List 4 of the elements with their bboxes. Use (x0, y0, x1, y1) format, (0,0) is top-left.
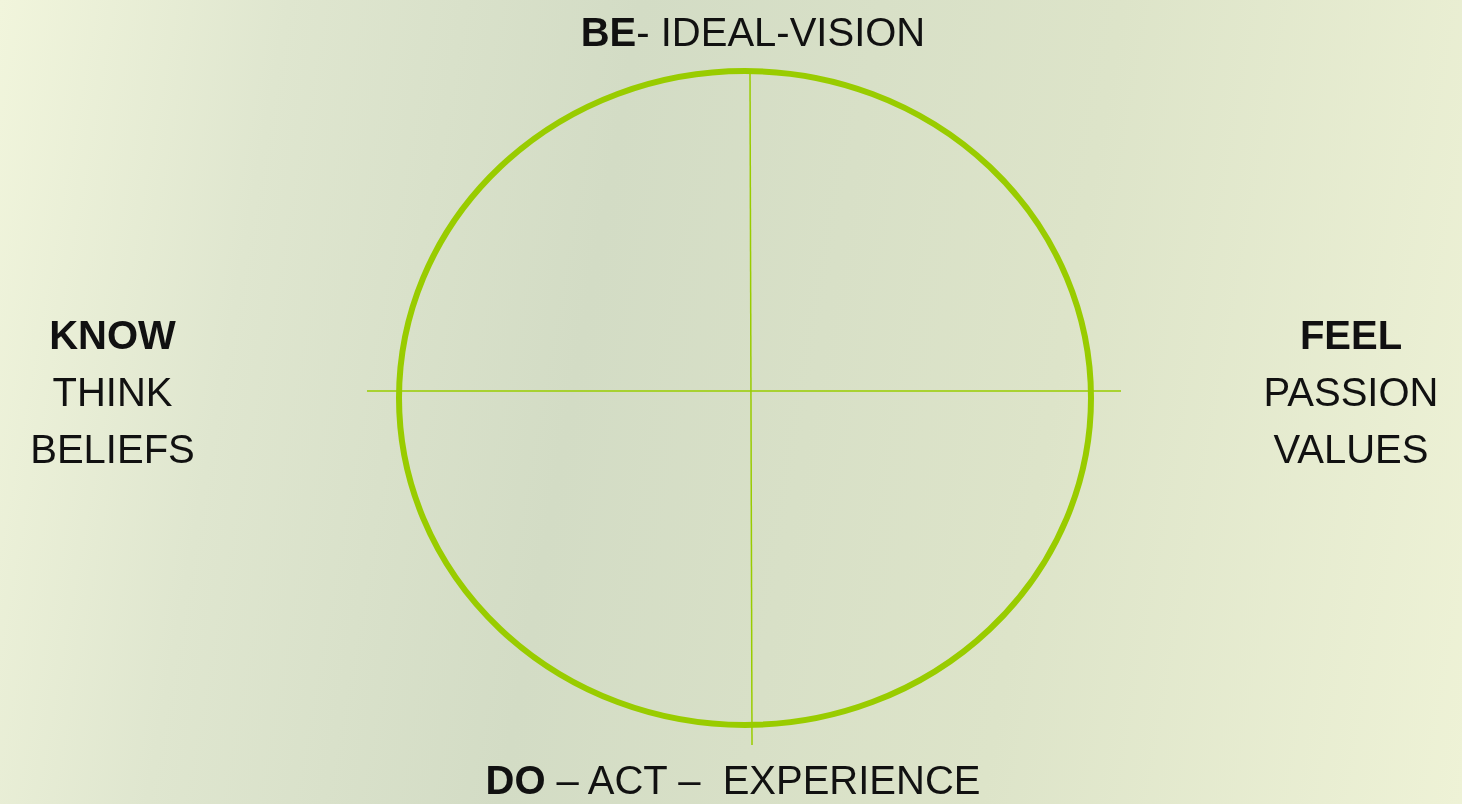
axis-label: KNOW THINK BELIEFS (29, 312, 196, 473)
axis-label: FEEL PASSION VALUES (1262, 312, 1440, 473)
axis-label: DO – ACT – EXPERIENCE (484, 757, 982, 804)
axis-label: BE- IDEAL-VISION (579, 9, 927, 56)
